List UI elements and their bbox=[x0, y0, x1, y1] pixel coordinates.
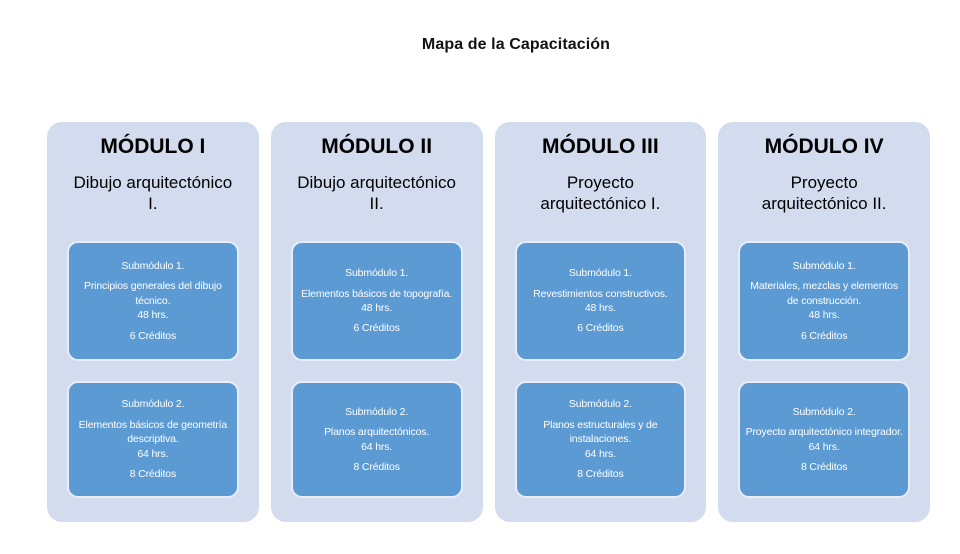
submodule-hours: 48 hrs. bbox=[808, 309, 840, 322]
submodule-description: Principios generales del dibujo técnico. bbox=[83, 280, 222, 307]
module-name: MÓDULO III bbox=[542, 135, 659, 158]
module-subtitle: Proyecto arquitectónico I. bbox=[540, 173, 661, 214]
module-card-1: MÓDULO I Dibujo arquitectónico I. Submód… bbox=[47, 122, 259, 522]
submodule-card-3-2: Submódulo 2. Planos estructurales y de i… bbox=[514, 381, 687, 498]
submodule-name: Submódulo 2. bbox=[792, 405, 856, 418]
modules-row: MÓDULO I Dibujo arquitectónico I. Submód… bbox=[47, 122, 930, 522]
module-name: MÓDULO IV bbox=[764, 135, 884, 158]
module-card-2: MÓDULO II Dibujo arquitectónico II. Subm… bbox=[270, 122, 483, 522]
submodule-credits: 6 Créditos bbox=[577, 322, 624, 335]
module-subtitle: Dibujo arquitectónico II. bbox=[297, 173, 456, 214]
submodule-card-4-1: Submódulo 1. Materiales, mezclas y eleme… bbox=[738, 241, 910, 361]
submodule-credits: 8 Créditos bbox=[800, 460, 848, 473]
module-name: MÓDULO I bbox=[100, 135, 206, 158]
submodule-card-4-2: Submódulo 2. Proyecto arquitectónico int… bbox=[738, 381, 910, 498]
submodule-hours: 64 hrs. bbox=[808, 440, 840, 453]
submodule-description: Elementos básicos de geometría descripti… bbox=[78, 418, 228, 446]
submodule-credits: 6 Créditos bbox=[800, 329, 848, 342]
submodule-name: Submódulo 1. bbox=[345, 267, 409, 280]
submodule-name: Submódulo 1. bbox=[568, 267, 632, 280]
submodule-credits: 8 Créditos bbox=[353, 460, 400, 473]
submodule-credits: 8 Créditos bbox=[577, 468, 624, 481]
submodule-card-2-2: Submódulo 2. Planos arquitectónicos. 64 … bbox=[290, 381, 463, 498]
submodule-hours: 64 hrs. bbox=[584, 447, 616, 460]
submodule-name: Submódulo 2. bbox=[121, 398, 185, 411]
submodule-description: Proyecto arquitectónico integrador. bbox=[745, 426, 903, 439]
submodule-description: Materiales, mezclas y elementos de const… bbox=[750, 280, 898, 307]
submodule-name: Submódulo 1. bbox=[792, 259, 856, 272]
submodule-credits: 6 Créditos bbox=[129, 329, 177, 342]
submodule-description: Planos arquitectónicos. bbox=[324, 426, 430, 439]
submodule-hours: 64 hrs. bbox=[361, 440, 393, 453]
submodule-card-3-1: Submódulo 1. Revestimientos constructivo… bbox=[514, 241, 687, 361]
submodule-description: Planos estructurales y de instalaciones. bbox=[543, 418, 658, 446]
submodule-description: Revestimientos constructivos. bbox=[533, 287, 668, 300]
submodule-name: Submódulo 2. bbox=[345, 405, 409, 418]
submodule-card-2-1: Submódulo 1. Elementos básicos de topogr… bbox=[290, 241, 463, 361]
submodule-hours: 48 hrs. bbox=[137, 309, 169, 322]
submodule-card-1-2: Submódulo 2. Elementos básicos de geomet… bbox=[67, 381, 239, 498]
module-card-3: MÓDULO III Proyecto arquitectónico I. Su… bbox=[494, 122, 707, 522]
submodule-card-1-1: Submódulo 1. Principios generales del di… bbox=[67, 241, 239, 361]
submodule-name: Submódulo 2. bbox=[568, 398, 632, 411]
submodule-name: Submódulo 1. bbox=[121, 259, 185, 272]
submodule-hours: 48 hrs. bbox=[584, 302, 616, 314]
page-title: Mapa de la Capacitación bbox=[421, 36, 611, 53]
module-subtitle: Dibujo arquitectónico I. bbox=[73, 173, 233, 214]
submodule-credits: 8 Créditos bbox=[129, 468, 177, 481]
submodule-hours: 48 hrs. bbox=[361, 302, 393, 314]
module-name: MÓDULO II bbox=[321, 135, 433, 158]
submodule-credits: 6 Créditos bbox=[353, 322, 400, 335]
module-subtitle: Proyecto arquitectónico II. bbox=[761, 173, 887, 214]
submodule-description: Elementos básicos de topografía. bbox=[301, 287, 453, 300]
submodule-hours: 64 hrs. bbox=[137, 447, 169, 460]
module-card-4: MÓDULO IV Proyecto arquitectónico II. Su… bbox=[718, 122, 930, 522]
